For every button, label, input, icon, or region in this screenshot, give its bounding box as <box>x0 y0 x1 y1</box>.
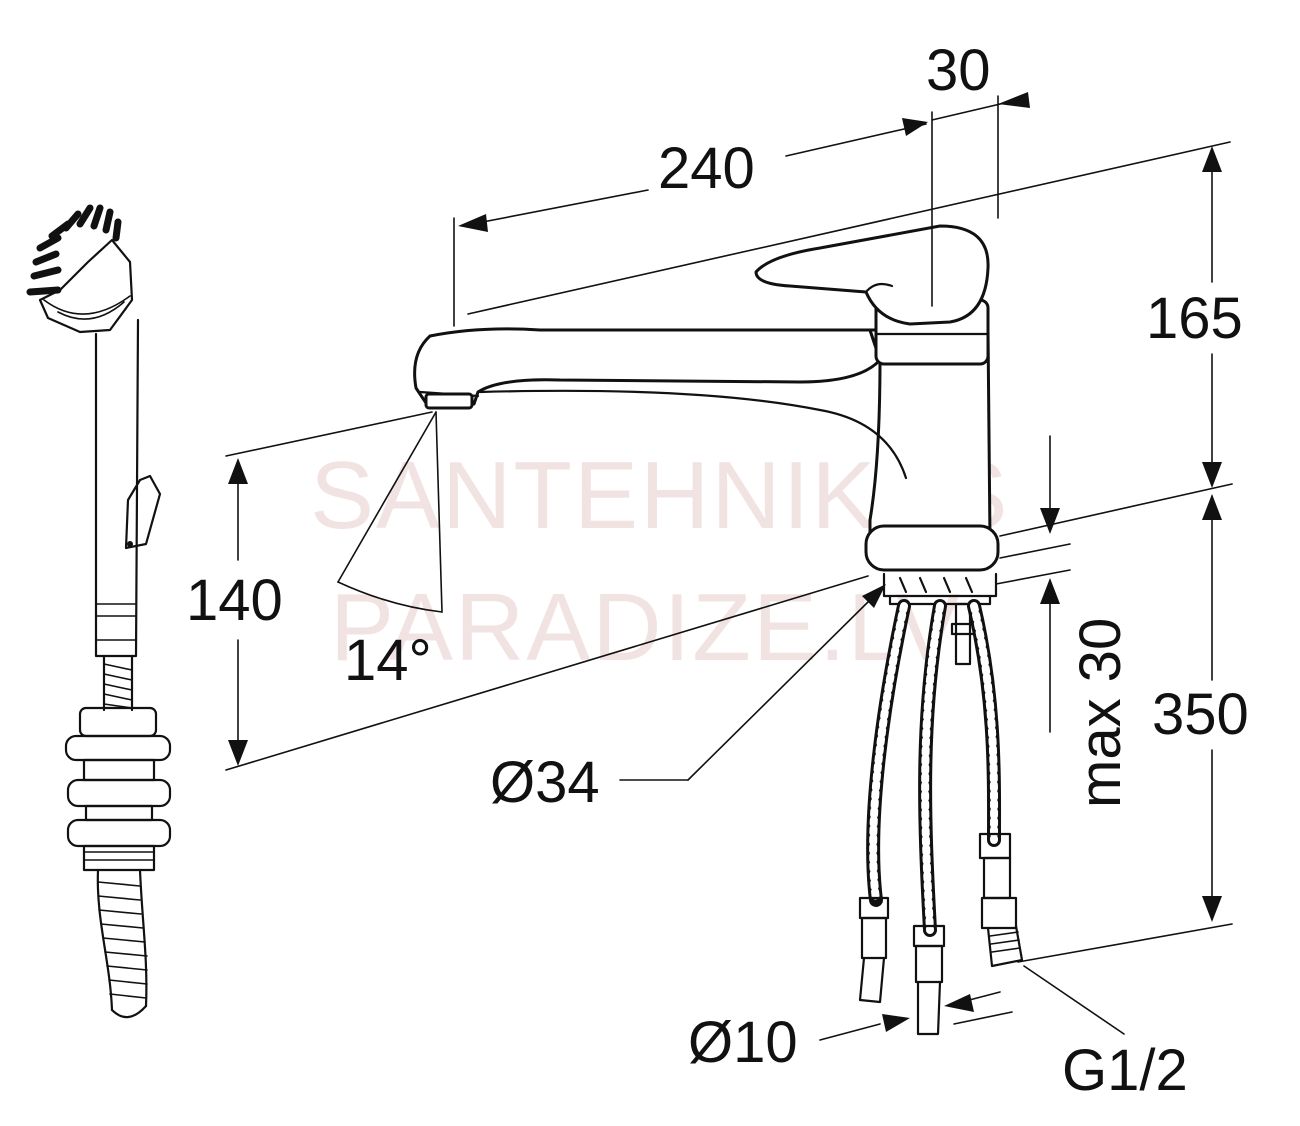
base-ring <box>864 524 1000 572</box>
dimension-lines <box>225 92 1233 1041</box>
dim-hose-length: 350 <box>1152 682 1249 747</box>
dim-spout-height: 140 <box>186 568 283 633</box>
dimension-labels: 240 30 165 140 14° Ø34 max 30 350 Ø10 G1… <box>186 38 1249 1103</box>
faucet-illustration <box>413 224 1000 666</box>
dim-spout-angle: 14° <box>344 628 432 693</box>
dim-spout-reach: 240 <box>658 136 755 201</box>
brush-bristles <box>26 204 134 334</box>
dim-deck-thickness: max 30 <box>1068 618 1133 808</box>
supply-hoses <box>858 599 1024 1036</box>
dish-brush-illustration <box>26 204 172 1019</box>
spout <box>413 327 882 408</box>
watermark-line2: PARADIZE.LV <box>330 574 962 681</box>
dim-body-height: 165 <box>1146 286 1243 351</box>
dim-hose-end-diameter: Ø10 <box>688 1010 798 1075</box>
dim-lever-offset: 30 <box>926 38 991 103</box>
dim-base-diameter: Ø34 <box>490 750 600 815</box>
dim-thread: G1/2 <box>1062 1038 1188 1103</box>
lever-handle <box>754 224 990 326</box>
